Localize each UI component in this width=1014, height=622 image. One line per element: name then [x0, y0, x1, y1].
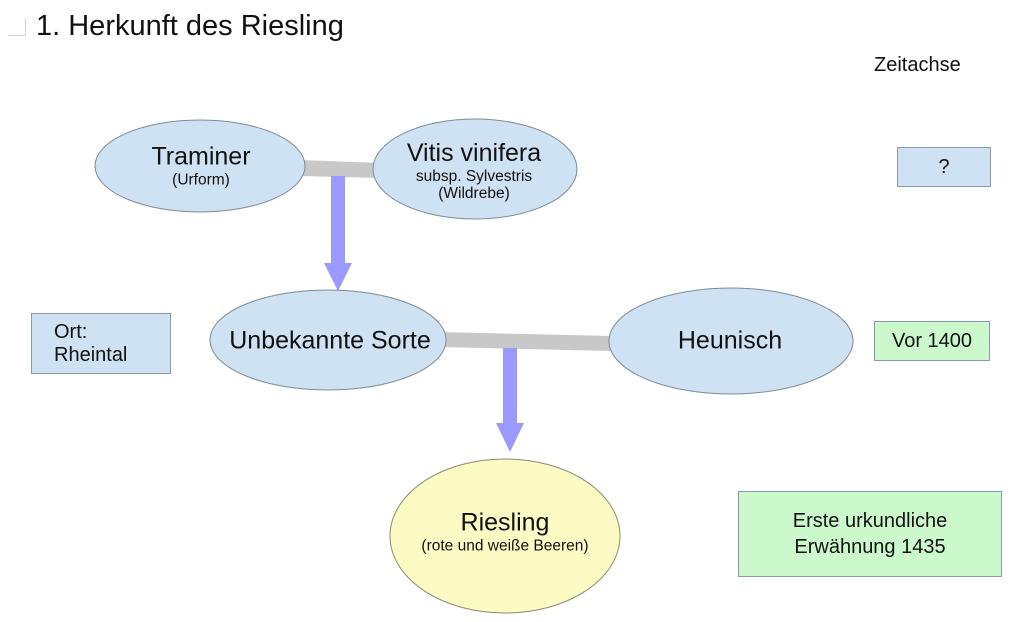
riesling-label: Riesling (rote und weiße Beeren) — [421, 508, 589, 555]
node-vitis-vinifera — [372, 118, 578, 220]
vitis-label: Vitis vinifera subsp. Sylvestris (Wildre… — [407, 140, 541, 202]
connector-traminer-vitis — [300, 160, 380, 178]
timeline-label: Zeitachse — [874, 54, 961, 76]
location-label: Ort: — [54, 320, 88, 343]
connector-unbekannt-heunisch — [440, 332, 612, 351]
riesling-note: (rote und weiße Beeren) — [421, 537, 589, 555]
timeline-unknown-box: ? — [897, 147, 991, 187]
erwaehnung-line1: Erste urkundliche — [792, 510, 948, 532]
traminer-name: Traminer — [151, 142, 251, 171]
arrow-to-riesling — [496, 348, 524, 452]
node-unbekannte-sorte — [209, 289, 447, 391]
timeline-vor-1400-text: Vor 1400 — [891, 329, 973, 352]
heunisch-name: Heunisch — [677, 326, 783, 355]
page-title: 1. Herkunft des Riesling — [36, 10, 344, 42]
node-heunisch — [608, 287, 854, 395]
timeline-vor-1400-box: Vor 1400 — [874, 321, 990, 361]
title-bullet-mark — [8, 18, 26, 36]
node-riesling — [389, 458, 621, 614]
location-value: Rheintal — [54, 343, 128, 366]
location-box: Ort: Rheintal — [31, 313, 171, 374]
unbekannte-sorte-name: Unbekannte Sorte — [229, 326, 431, 355]
riesling-name: Riesling — [460, 508, 550, 537]
traminer-label: Traminer (Urform) — [151, 142, 251, 189]
node-traminer — [94, 119, 306, 213]
vitis-note-subspecies: subsp. Sylvestris — [415, 167, 533, 185]
vitis-name: Vitis vinifera — [406, 139, 542, 168]
vitis-note-wildrebe: (Wildrebe) — [438, 184, 510, 202]
arrow-to-unbekannt — [324, 176, 352, 291]
erwaehnung-line2: Erwähnung 1435 — [794, 536, 946, 558]
timeline-unknown-text: ? — [938, 155, 950, 178]
timeline-erwaehnung-box: Erste urkundliche Erwähnung 1435 — [738, 491, 1002, 577]
traminer-note: (Urform) — [172, 171, 230, 189]
